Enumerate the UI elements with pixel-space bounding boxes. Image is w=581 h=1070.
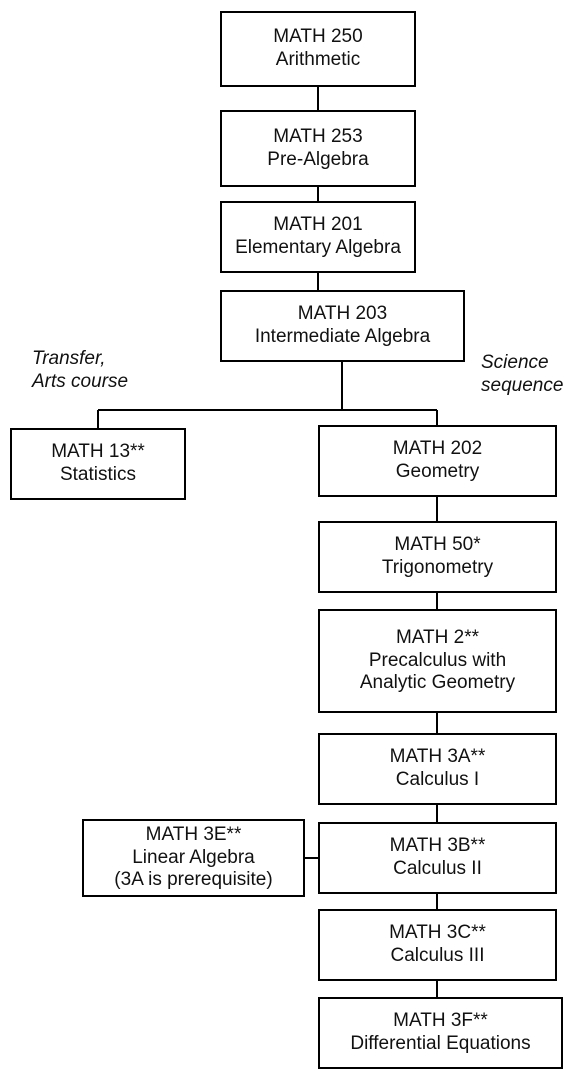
course-box-math-202: MATH 202 Geometry — [318, 425, 557, 497]
course-code: MATH 201 — [273, 214, 363, 236]
course-code: MATH 3F** — [393, 1010, 488, 1032]
course-title: Pre-Algebra — [267, 148, 369, 170]
course-box-math-2: MATH 2** Precalculus with Analytic Geome… — [318, 609, 557, 713]
course-box-math-3a: MATH 3A** Calculus I — [318, 733, 557, 805]
course-title: Differential Equations — [350, 1033, 531, 1054]
course-box-math-3c: MATH 3C** Calculus III — [318, 909, 557, 981]
course-box-math-201: MATH 201 Elementary Algebra — [220, 201, 416, 273]
course-box-math-3f: MATH 3F** Differential Equations — [318, 997, 563, 1069]
course-code: MATH 253 — [273, 125, 363, 147]
course-title: Geometry — [395, 461, 480, 482]
course-title: Elementary Algebra — [235, 237, 401, 258]
course-code: MATH 50* — [394, 534, 481, 556]
course-title-line-2: Analytic Geometry — [359, 672, 516, 694]
course-title: Calculus II — [393, 858, 482, 879]
course-box-math-3e: MATH 3E** Linear Algebra (3A is prerequi… — [82, 819, 305, 897]
course-code: MATH 203 — [297, 303, 388, 325]
course-title: Statistics — [59, 464, 137, 485]
course-title: Intermediate Algebra — [254, 326, 431, 347]
course-code: MATH 13** — [51, 441, 145, 463]
course-note: (3A is prerequisite) — [114, 869, 273, 891]
course-box-math-13: MATH 13** Statistics — [10, 428, 186, 500]
course-code: MATH 3B** — [389, 835, 486, 857]
course-title: Arithmetic — [275, 49, 361, 70]
branch-label-transfer: Transfer, Arts course — [32, 348, 129, 392]
course-title-line-1: Precalculus with — [368, 649, 507, 671]
course-title: Trigonometry — [381, 557, 494, 578]
course-box-math-250: MATH 250 Arithmetic — [220, 11, 416, 87]
course-code: MATH 250 — [273, 26, 363, 48]
course-box-math-3b: MATH 3B** Calculus II — [318, 822, 557, 894]
course-title: Calculus III — [390, 945, 485, 966]
course-box-math-203: MATH 203 Intermediate Algebra — [220, 290, 465, 362]
branch-label-science: Science sequence — [481, 352, 564, 396]
course-box-math-50: MATH 50* Trigonometry — [318, 521, 557, 593]
course-code: MATH 2** — [395, 626, 480, 648]
course-code: MATH 3C** — [389, 922, 486, 944]
course-code: MATH 3E** — [145, 823, 242, 845]
course-title: Calculus I — [395, 769, 480, 790]
course-code: MATH 3A** — [389, 746, 486, 768]
course-code: MATH 202 — [392, 438, 483, 460]
course-title: Linear Algebra — [132, 846, 255, 868]
course-box-math-253: MATH 253 Pre-Algebra — [220, 110, 416, 187]
